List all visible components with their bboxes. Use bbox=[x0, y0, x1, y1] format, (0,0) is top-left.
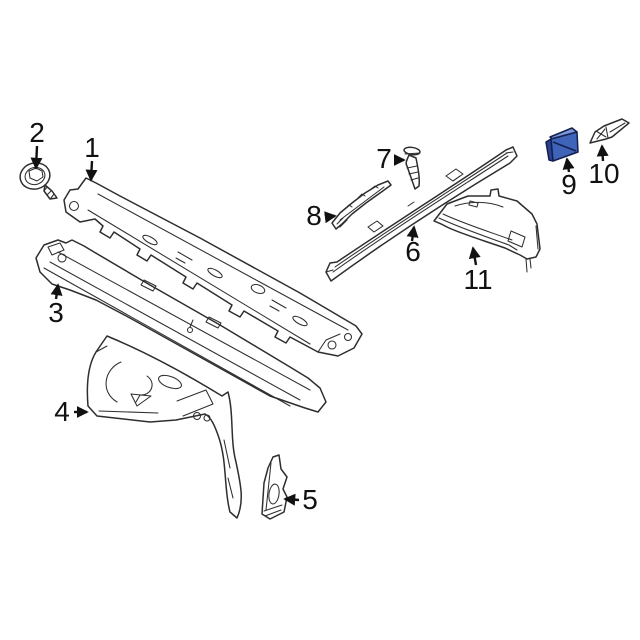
callout-8-arrow bbox=[324, 211, 337, 224]
part-1-cowl-grille-drawing bbox=[63, 177, 363, 357]
part-9-highlighted-bracket-drawing bbox=[545, 127, 579, 162]
callout-1-arrow bbox=[85, 160, 98, 182]
part-3-cowl-lower-panel-drawing bbox=[35, 239, 327, 413]
callout-4-label: 4 bbox=[54, 396, 70, 427]
callout-5-arrow bbox=[283, 493, 300, 506]
callout-8-label: 8 bbox=[306, 200, 322, 231]
callout-7-label: 7 bbox=[376, 143, 392, 174]
callout-arrows bbox=[30, 144, 609, 506]
callout-2-label: 2 bbox=[29, 117, 45, 148]
part-7-push-pin-drawing bbox=[403, 146, 421, 190]
callout-9-label: 9 bbox=[561, 169, 577, 200]
callout-1-label: 1 bbox=[84, 132, 100, 163]
part-8-trim-strip-drawing bbox=[331, 180, 392, 230]
callout-10-label: 10 bbox=[588, 158, 620, 189]
callout-3-label: 3 bbox=[48, 297, 64, 328]
callout-2-arrow bbox=[30, 145, 43, 170]
callout-11-arrow bbox=[468, 246, 481, 266]
callout-3-arrow bbox=[50, 283, 63, 300]
callout-10-arrow bbox=[596, 144, 609, 162]
part-4-cowl-side-panel-drawing bbox=[86, 335, 243, 519]
part-6-windshield-frame-rail-drawing bbox=[325, 146, 518, 282]
callout-5-label: 5 bbox=[302, 484, 318, 515]
part-10-end-seal-drawing bbox=[589, 118, 630, 144]
callout-6-arrow bbox=[406, 225, 419, 242]
callout-6-label: 6 bbox=[405, 236, 421, 267]
callout-9-arrow bbox=[562, 157, 575, 173]
callout-11-label: 11 bbox=[463, 264, 493, 295]
part-11-air-intake-duct-drawing bbox=[433, 188, 541, 273]
part-5-bracket-drawing bbox=[261, 454, 288, 520]
